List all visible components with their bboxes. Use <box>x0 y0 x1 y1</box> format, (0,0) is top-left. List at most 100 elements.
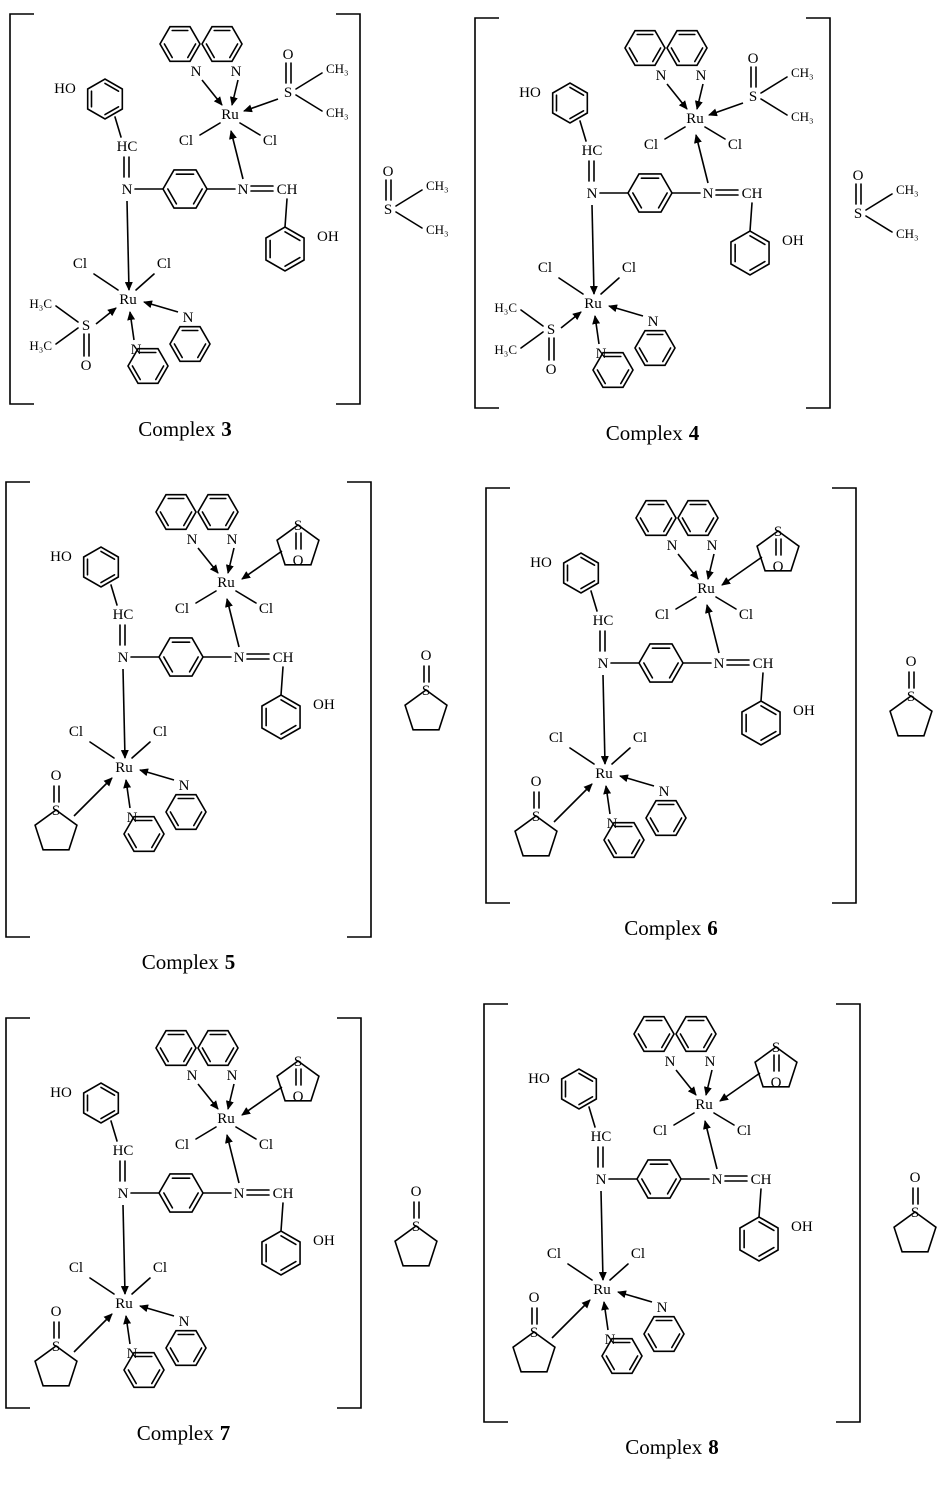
methyl-label: H₃C <box>494 342 517 357</box>
coordination-arrow <box>120 668 129 759</box>
bond <box>280 1202 284 1232</box>
nitrogen-label: N <box>587 186 598 202</box>
methyl-label: CH₃ <box>426 178 449 193</box>
chloride-label: Cl <box>175 1137 189 1153</box>
coordination-arrow <box>241 1086 283 1116</box>
double-bond <box>605 1355 616 1371</box>
coordination-arrow <box>703 1069 713 1096</box>
double-bond <box>628 1355 639 1371</box>
coordination-arrow <box>95 307 117 325</box>
bond <box>114 116 122 138</box>
coordination-arrow <box>705 553 715 580</box>
double-bond <box>159 1047 169 1063</box>
bond <box>715 596 737 610</box>
phenanthroline-ring <box>677 499 719 537</box>
oxygen-label: O <box>283 47 294 63</box>
oxygen-label: O <box>411 1184 422 1200</box>
bond <box>135 273 155 291</box>
sulfur-label: S <box>284 85 292 101</box>
double-bond <box>280 1235 297 1246</box>
bond <box>569 747 595 765</box>
bond <box>520 309 544 327</box>
bond <box>760 672 764 702</box>
methyl-label: CH₃ <box>326 61 349 76</box>
bond <box>713 1112 735 1126</box>
phenol-ring <box>741 700 781 746</box>
bipyridine-ring <box>165 1329 207 1367</box>
double-bond <box>637 1033 648 1049</box>
double-bond <box>159 511 169 527</box>
phenylene-ring <box>638 643 684 683</box>
double-bond <box>100 550 116 561</box>
coordination-arrow <box>197 547 219 574</box>
chloride-label: Cl <box>547 1246 561 1262</box>
double-bond <box>666 1178 677 1195</box>
sulfur-label: S <box>412 1219 420 1235</box>
tetrahydrothiophene-ring <box>404 689 448 731</box>
double-bond <box>749 260 766 271</box>
tetrahydrothiophene-ring <box>756 530 800 572</box>
bond <box>579 120 587 142</box>
nitrogen-label: N <box>657 1300 668 1316</box>
sulfur-label: S <box>907 689 915 705</box>
double-bond <box>173 343 183 359</box>
double-bond <box>155 365 165 381</box>
bond <box>590 590 598 612</box>
ruthenium-label: Ru <box>686 111 704 127</box>
complex-number: 5 <box>225 950 236 974</box>
hydroxyl-label: OH <box>793 703 815 719</box>
phenol-ring <box>261 694 301 740</box>
bond <box>749 202 753 232</box>
nitrogen-label: N <box>596 1172 607 1188</box>
ruthenium-label: Ru <box>697 581 715 597</box>
chloride-label: Cl <box>633 730 647 746</box>
bond <box>600 277 620 295</box>
sulfur-label: S <box>82 318 90 334</box>
bipyridine-ring <box>201 25 243 63</box>
double-bond <box>628 47 639 63</box>
tetrahydrothiophene-ring <box>34 809 78 851</box>
sulfur-label: S <box>749 89 757 105</box>
methyl-label: H₃C <box>29 338 52 353</box>
complex-number: 6 <box>707 916 718 940</box>
double-bond <box>225 511 235 527</box>
bond <box>131 741 151 759</box>
double-bond <box>649 817 660 833</box>
double-bond <box>638 347 649 363</box>
sulfur-label: S <box>854 206 862 222</box>
double-bond <box>193 1347 203 1363</box>
double-bond <box>630 839 641 855</box>
coordination-arrow <box>225 547 235 574</box>
phenanthroline-ring <box>123 815 165 853</box>
methyl-label: H₃C <box>29 296 52 311</box>
double-bond <box>169 811 179 827</box>
left-bracket <box>5 481 30 938</box>
phenylene-ring <box>158 637 204 677</box>
methine-label: CH <box>753 656 774 672</box>
double-bond <box>167 188 178 205</box>
coordination-arrow <box>229 130 244 180</box>
double-bond <box>183 1047 193 1063</box>
tetrahydrothiophene-ring <box>754 1046 798 1088</box>
sulfur-label: S <box>294 518 302 534</box>
oxygen-label: O <box>910 1170 921 1186</box>
bipyridine-ring <box>624 29 666 67</box>
nitrogen-label: N <box>656 68 667 84</box>
oxygen-label: O <box>748 51 759 67</box>
bond <box>110 584 118 606</box>
methine-label: CH <box>273 1186 294 1202</box>
bond <box>280 666 284 696</box>
nitrogen-label: N <box>183 310 194 326</box>
double-bond <box>668 662 679 679</box>
coordination-arrow <box>127 311 136 341</box>
sulfur-label: S <box>52 1339 60 1355</box>
double-bond <box>100 1110 116 1120</box>
nitrogen-label: N <box>179 778 190 794</box>
bond <box>93 273 119 291</box>
nitrogen-label: N <box>607 816 618 832</box>
sulfur-label: S <box>52 803 60 819</box>
double-bond <box>151 833 161 849</box>
